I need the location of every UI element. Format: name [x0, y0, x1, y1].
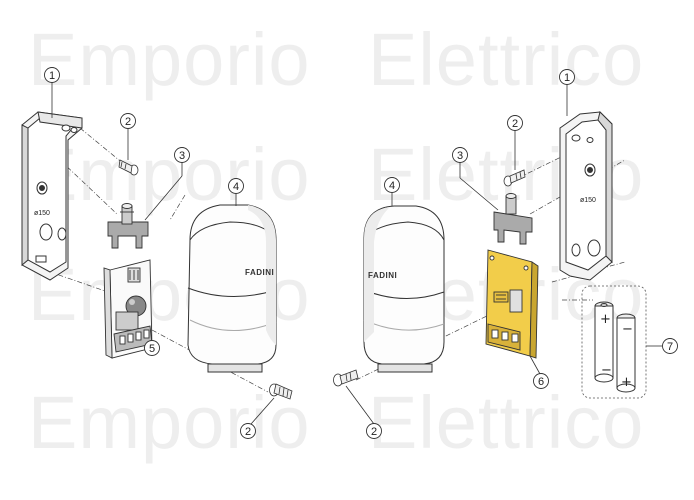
callout-7: 7 — [662, 338, 678, 354]
callout-number: 5 — [149, 343, 155, 355]
model-label-right: ø150 — [580, 197, 596, 204]
callout-number: 7 — [667, 341, 673, 353]
callout-number: 4 — [389, 180, 395, 192]
watermark-text: Emporio — [28, 133, 311, 216]
screw-left-bottom — [269, 383, 293, 400]
watermark-text: Emporio — [28, 381, 311, 464]
housing-cover-left — [187, 204, 277, 373]
callouts: 1 2 3 4 5 2 2 4 — [44, 67, 678, 439]
callout-2-right-bottom: 2 — [366, 423, 382, 439]
watermark-text: Elettrico — [368, 18, 644, 101]
brand-label-right: FADINI — [368, 271, 397, 280]
callout-4-left: 4 — [228, 178, 244, 194]
battery-plus-sign: + — [600, 312, 611, 327]
back-plate-right — [559, 111, 613, 281]
callout-3-right: 3 — [452, 147, 468, 163]
watermark-text: Elettrico — [368, 381, 644, 464]
callout-2-right-top: 2 — [507, 115, 523, 131]
screw-right-bottom — [333, 369, 359, 387]
callout-5: 5 — [144, 340, 160, 356]
screw-right-top — [503, 169, 526, 187]
screw-left-top — [118, 159, 139, 176]
callout-6: 6 — [533, 373, 549, 389]
model-label-left: ø150 — [34, 210, 50, 217]
callout-number: 2 — [512, 118, 518, 130]
watermark-text: Emporio — [28, 18, 311, 101]
battery-minus-sign: − — [601, 363, 612, 378]
callout-number: 4 — [233, 181, 239, 193]
callout-2-left-top: 2 — [120, 113, 136, 129]
callout-4-right: 4 — [384, 177, 400, 193]
clip-bracket-left — [107, 203, 149, 249]
clip-bracket-right — [493, 193, 533, 245]
callout-number: 2 — [245, 426, 251, 438]
back-plate-left — [21, 111, 83, 281]
callout-number: 1 — [49, 70, 55, 82]
callout-1-left: 1 — [44, 67, 60, 83]
battery-minus-sign: − — [622, 322, 633, 337]
sensor-board-left — [103, 259, 153, 359]
callout-2-left-bottom: 2 — [240, 423, 256, 439]
battery-plus-sign: + — [621, 375, 632, 390]
callout-number: 6 — [538, 376, 544, 388]
watermark: Emporio Elettrico Emporio Elettrico Empo… — [28, 18, 644, 464]
callout-3-left: 3 — [174, 147, 190, 163]
callout-1-right: 1 — [559, 69, 575, 85]
callout-number: 2 — [125, 116, 131, 128]
battery-pack: + − − + — [581, 285, 647, 399]
callout-number: 2 — [371, 426, 377, 438]
housing-cover-right — [363, 205, 445, 373]
pcb-board-right — [485, 249, 539, 359]
callout-number: 3 — [457, 150, 463, 162]
callout-number: 1 — [564, 72, 570, 84]
callout-number: 3 — [179, 150, 185, 162]
brand-label-left: FADINI — [245, 268, 274, 277]
